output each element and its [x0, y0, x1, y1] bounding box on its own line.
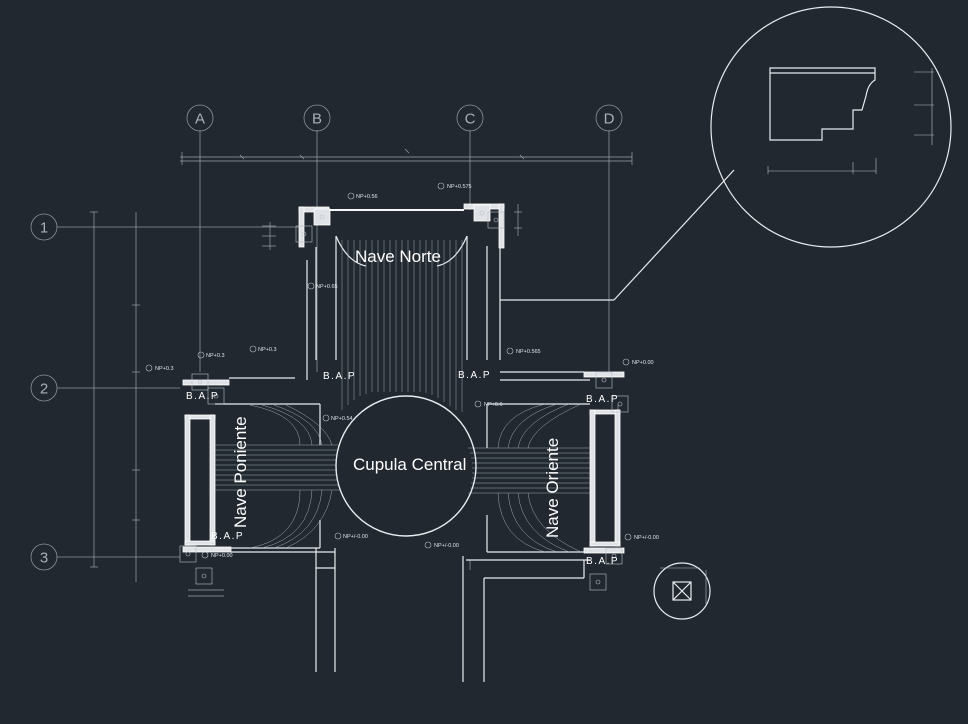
- level-marker: NP+0.3: [249, 345, 277, 353]
- grid-lines: [57, 130, 610, 570]
- cupula-central: [335, 395, 477, 537]
- nave-poniente-label: Nave Poniente: [231, 416, 250, 528]
- level-marker: NP+0.6: [474, 400, 503, 408]
- level-marker: NP+0.54: [322, 414, 353, 422]
- grid-bubble-3: 3: [30, 543, 58, 571]
- level-marker: NP+0.575: [437, 182, 472, 190]
- grid-bubble-1: 1: [30, 213, 58, 241]
- dimension-lines: [90, 148, 633, 597]
- cupula-central-label: Cupula Central: [353, 455, 466, 474]
- svg-text:NP+0.00: NP+0.00: [211, 553, 233, 559]
- bap-label: B.A.P: [586, 394, 619, 405]
- nave-poniente-floor-hatch: [215, 404, 340, 549]
- svg-text:C: C: [465, 111, 476, 128]
- nave-norte-outline: [298, 203, 614, 380]
- nave-oriente-label: Nave Oriente: [543, 438, 562, 538]
- bap-label: B.A.P: [586, 556, 619, 567]
- nave-oriente-floor-hatch: [468, 403, 590, 553]
- grid-bubble-d: D: [595, 104, 623, 132]
- level-marker: NP+0.3: [145, 364, 174, 372]
- bap-label: B.A.P: [186, 391, 219, 402]
- south-corridor-west: [315, 548, 336, 672]
- level-marker: NP+0.56: [347, 192, 378, 200]
- level-marker: NP+0.565: [506, 347, 541, 355]
- svg-text:NP+0.65: NP+0.65: [316, 284, 338, 290]
- nave-poniente-outline: [182, 377, 335, 553]
- svg-text:NP+0.3: NP+0.3: [258, 347, 277, 353]
- svg-text:NP+0.565: NP+0.565: [516, 349, 541, 355]
- level-marker: NP+/-0.00: [424, 541, 459, 549]
- key-symbol: [653, 562, 711, 620]
- svg-text:NP+/-0.00: NP+/-0.00: [343, 534, 368, 540]
- level-marker: NP+0.65: [307, 282, 338, 290]
- svg-text:2: 2: [40, 381, 48, 398]
- svg-text:1: 1: [40, 220, 48, 237]
- svg-text:D: D: [604, 111, 615, 128]
- svg-text:NP+0.3: NP+0.3: [206, 353, 225, 359]
- bap-label: B.A.P: [458, 370, 491, 381]
- detail-callout: [613, 6, 952, 301]
- svg-text:3: 3: [40, 550, 48, 567]
- grid-bubble-2: 2: [30, 374, 58, 402]
- grid-bubble-c: C: [456, 104, 484, 132]
- level-marker: NP+/-0.00: [624, 533, 659, 541]
- svg-text:A: A: [195, 111, 205, 128]
- nave-norte-floor-hatch: [341, 240, 463, 412]
- grid-bubble-b: B: [303, 104, 331, 132]
- svg-text:NP+/-0.00: NP+/-0.00: [434, 543, 459, 549]
- svg-text:NP+0.56: NP+0.56: [356, 194, 378, 200]
- level-marker: NP+0.00: [201, 551, 233, 559]
- level-marker: NP+/-0.00: [334, 532, 368, 540]
- svg-text:B: B: [312, 111, 322, 128]
- level-marker: NP+0.3: [197, 351, 225, 359]
- svg-text:NP+0.3: NP+0.3: [155, 366, 174, 372]
- svg-text:NP+0.575: NP+0.575: [447, 184, 472, 190]
- columns: [179, 204, 629, 591]
- svg-text:NP+/-0.00: NP+/-0.00: [634, 535, 659, 541]
- level-marker: NP+0.00: [622, 358, 654, 366]
- south-corridor-east: [462, 556, 585, 682]
- nave-norte-label: Nave Norte: [355, 247, 441, 266]
- svg-text:NP+0.54: NP+0.54: [331, 416, 353, 422]
- bap-label: B.A.P: [211, 531, 244, 542]
- grid-bubble-a: A: [186, 104, 214, 132]
- svg-text:NP+0.00: NP+0.00: [632, 360, 654, 366]
- svg-text:NP+0.6: NP+0.6: [484, 402, 503, 408]
- bap-label: B.A.P: [323, 371, 356, 382]
